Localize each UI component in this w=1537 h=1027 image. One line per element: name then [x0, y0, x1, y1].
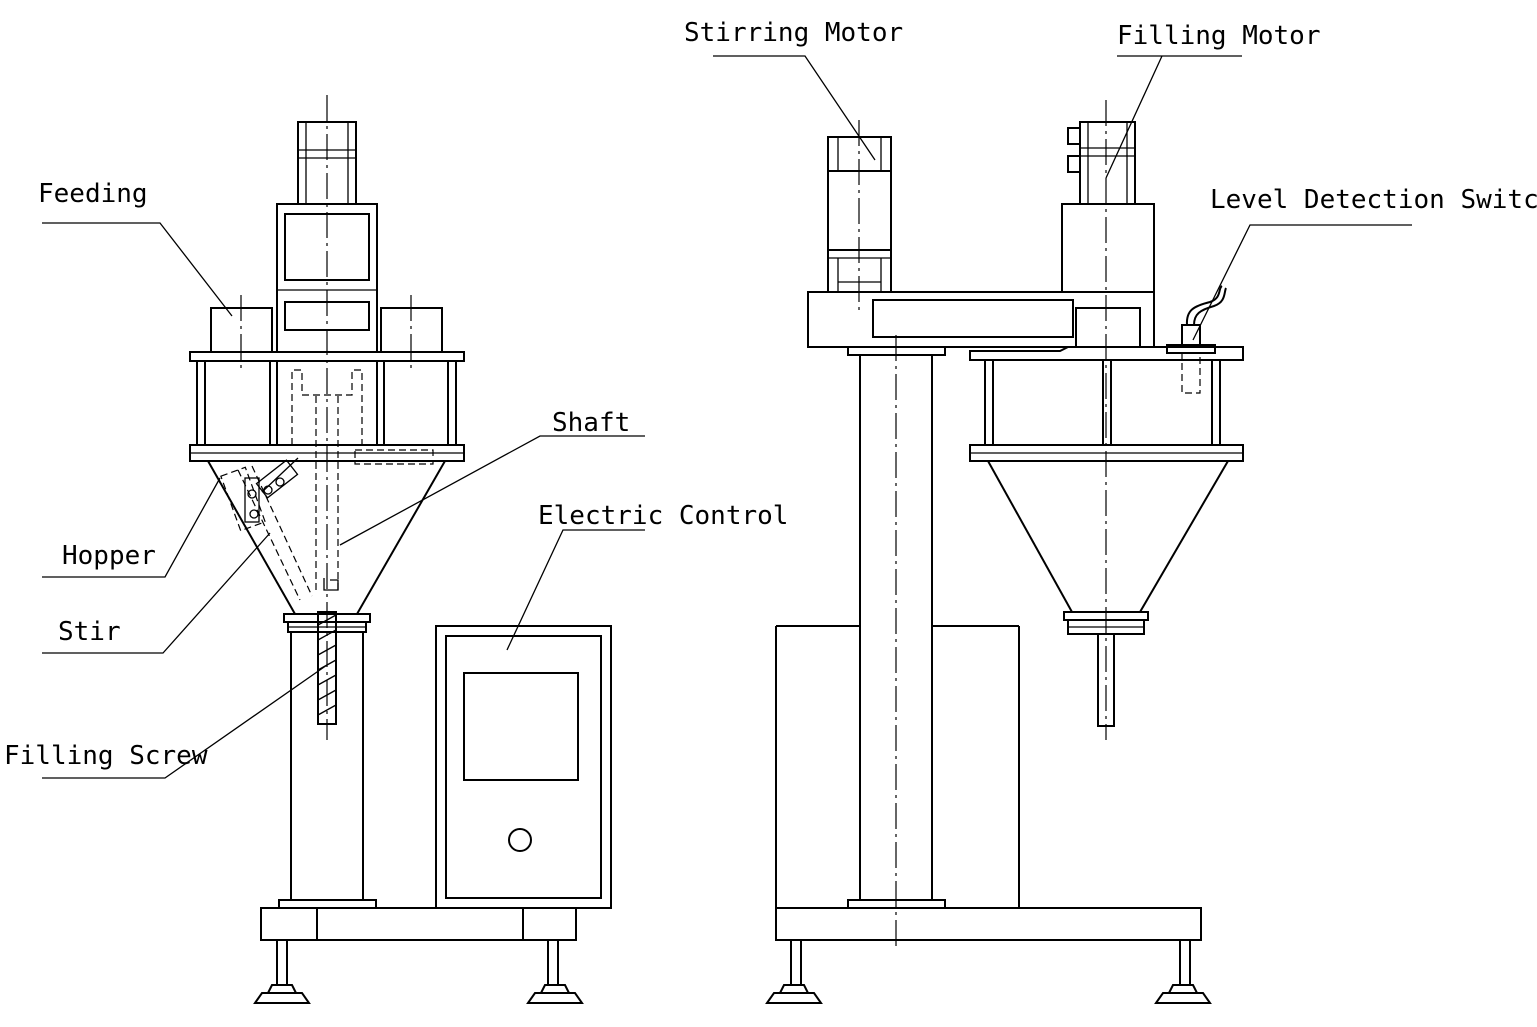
stir-mechanism	[244, 457, 299, 523]
side-column	[775, 335, 1020, 950]
electric-control-box	[435, 625, 612, 909]
stirring-motor	[827, 120, 892, 310]
label-electric-control: Electric Control	[538, 501, 788, 531]
label-stirring-motor: Stirring Motor	[684, 18, 903, 48]
shaft-end	[323, 578, 339, 591]
front-view	[42, 95, 645, 1004]
level-switch	[1166, 285, 1227, 394]
filling-screw	[317, 611, 337, 725]
front-base	[253, 907, 584, 1004]
label-stir: Stir	[58, 617, 121, 647]
label-shaft: Shaft	[552, 408, 630, 438]
side-view	[713, 55, 1412, 1004]
label-feeding: Feeding	[38, 179, 148, 209]
side-hopper	[987, 100, 1229, 740]
side-filling-motor	[1061, 121, 1155, 348]
front-hopper	[207, 460, 446, 633]
top-beam	[807, 291, 1155, 356]
label-filling-screw: Filling Screw	[4, 741, 208, 771]
label-filling-motor: Filling Motor	[1117, 21, 1321, 51]
front-filling-motor	[297, 121, 357, 205]
label-hopper: Hopper	[62, 541, 156, 571]
side-base	[765, 907, 1212, 1004]
front-frame	[189, 351, 465, 462]
label-level-detection-switch: Level Detection Switch	[1210, 185, 1537, 215]
